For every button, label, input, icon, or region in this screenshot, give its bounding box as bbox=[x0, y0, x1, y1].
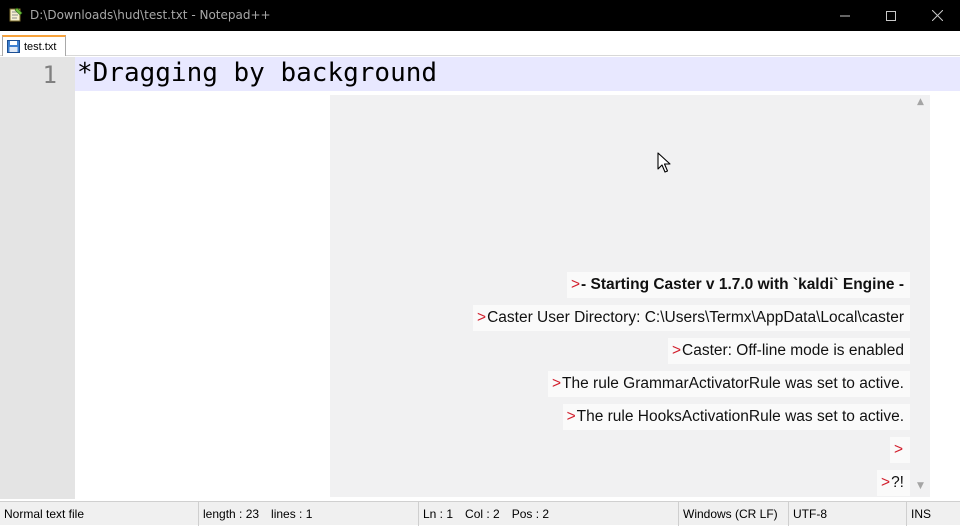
code-line[interactable]: *Dragging by background bbox=[77, 58, 438, 88]
save-disk-icon bbox=[7, 40, 20, 53]
notepadpp-app-icon[interactable] bbox=[8, 7, 23, 22]
editor-scrollbar[interactable] bbox=[930, 91, 960, 499]
line-number: 1 bbox=[42, 61, 57, 89]
hud-message: The rule GrammarActivatorRule was set to… bbox=[562, 375, 904, 392]
hud-line: > Caster User Directory: C:\Users\Termx\… bbox=[473, 305, 910, 331]
hud-line: > The rule GrammarActivatorRule was set … bbox=[547, 371, 910, 397]
hud-message: The rule HooksActivationRule was set to … bbox=[576, 408, 904, 425]
title-bar: D:\Downloads\hud\test.txt - Notepad++ bbox=[0, 0, 960, 31]
hud-message: - Starting Caster v 1.7.0 with `kaldi` E… bbox=[581, 276, 904, 293]
caster-hud-window[interactable]: > - Starting Caster v 1.7.0 with `kaldi`… bbox=[330, 95, 930, 497]
hud-prompt: > bbox=[566, 408, 576, 425]
maximize-icon bbox=[886, 10, 896, 21]
close-button[interactable] bbox=[914, 0, 960, 31]
hud-prompt: > bbox=[893, 441, 903, 458]
mouse-cursor-icon bbox=[657, 152, 671, 173]
line-number-gutter[interactable]: 1 bbox=[0, 57, 75, 499]
hud-line: > ?! bbox=[877, 470, 910, 496]
hud-message: ?! bbox=[891, 474, 904, 491]
minimize-icon bbox=[840, 15, 850, 16]
hud-prompt: > bbox=[881, 474, 891, 491]
col-text: Col : 2 bbox=[465, 507, 500, 521]
ln-text: Ln : 1 bbox=[423, 507, 454, 521]
status-file-type: Normal text file bbox=[0, 502, 198, 526]
hud-message: Caster: Off-line mode is enabled bbox=[682, 342, 904, 359]
hud-line: > The rule HooksActivationRule was set t… bbox=[562, 404, 910, 430]
window-title: D:\Downloads\hud\test.txt - Notepad++ bbox=[30, 8, 271, 22]
length-text: length : 23 bbox=[203, 507, 260, 521]
status-position: Ln : 1 Col : 2 Pos : 2 bbox=[418, 502, 678, 526]
hud-line: > bbox=[889, 437, 910, 463]
tab-test-txt[interactable]: test.txt bbox=[2, 35, 66, 56]
tab-bar: test.txt bbox=[0, 31, 960, 56]
current-line-highlight bbox=[75, 57, 960, 91]
status-insert-mode[interactable]: INS bbox=[906, 502, 960, 526]
status-eol[interactable]: Windows (CR LF) bbox=[678, 502, 788, 526]
lines-text: lines : 1 bbox=[271, 507, 313, 521]
hud-prompt: > bbox=[671, 342, 681, 359]
hud-prompt: > bbox=[477, 309, 487, 326]
chevron-up-icon[interactable]: ▲ bbox=[917, 97, 924, 107]
minimize-button[interactable] bbox=[822, 0, 868, 31]
status-bar: Normal text file length : 23 lines : 1 L… bbox=[0, 501, 960, 526]
status-encoding[interactable]: UTF-8 bbox=[788, 502, 906, 526]
hud-prompt: > bbox=[570, 276, 581, 293]
hud-line: > - Starting Caster v 1.7.0 with `kaldi`… bbox=[566, 272, 910, 298]
status-length-lines: length : 23 lines : 1 bbox=[198, 502, 418, 526]
tab-label: test.txt bbox=[24, 40, 57, 53]
hud-line: > Caster: Off-line mode is enabled bbox=[667, 338, 910, 364]
mode-text: INS bbox=[911, 507, 932, 521]
hud-scrollbar[interactable]: ▲ ▼ bbox=[914, 95, 930, 497]
close-icon bbox=[931, 10, 943, 21]
hud-prompt: > bbox=[551, 375, 562, 392]
hud-message: Caster User Directory: C:\Users\Termx\Ap… bbox=[487, 309, 904, 326]
eol-text: Windows (CR LF) bbox=[683, 507, 778, 521]
chevron-down-icon[interactable]: ▼ bbox=[917, 481, 924, 491]
file-type-text: Normal text file bbox=[4, 507, 85, 521]
maximize-button[interactable] bbox=[868, 0, 914, 31]
pos-text: Pos : 2 bbox=[511, 507, 550, 521]
encoding-text: UTF-8 bbox=[793, 507, 827, 521]
